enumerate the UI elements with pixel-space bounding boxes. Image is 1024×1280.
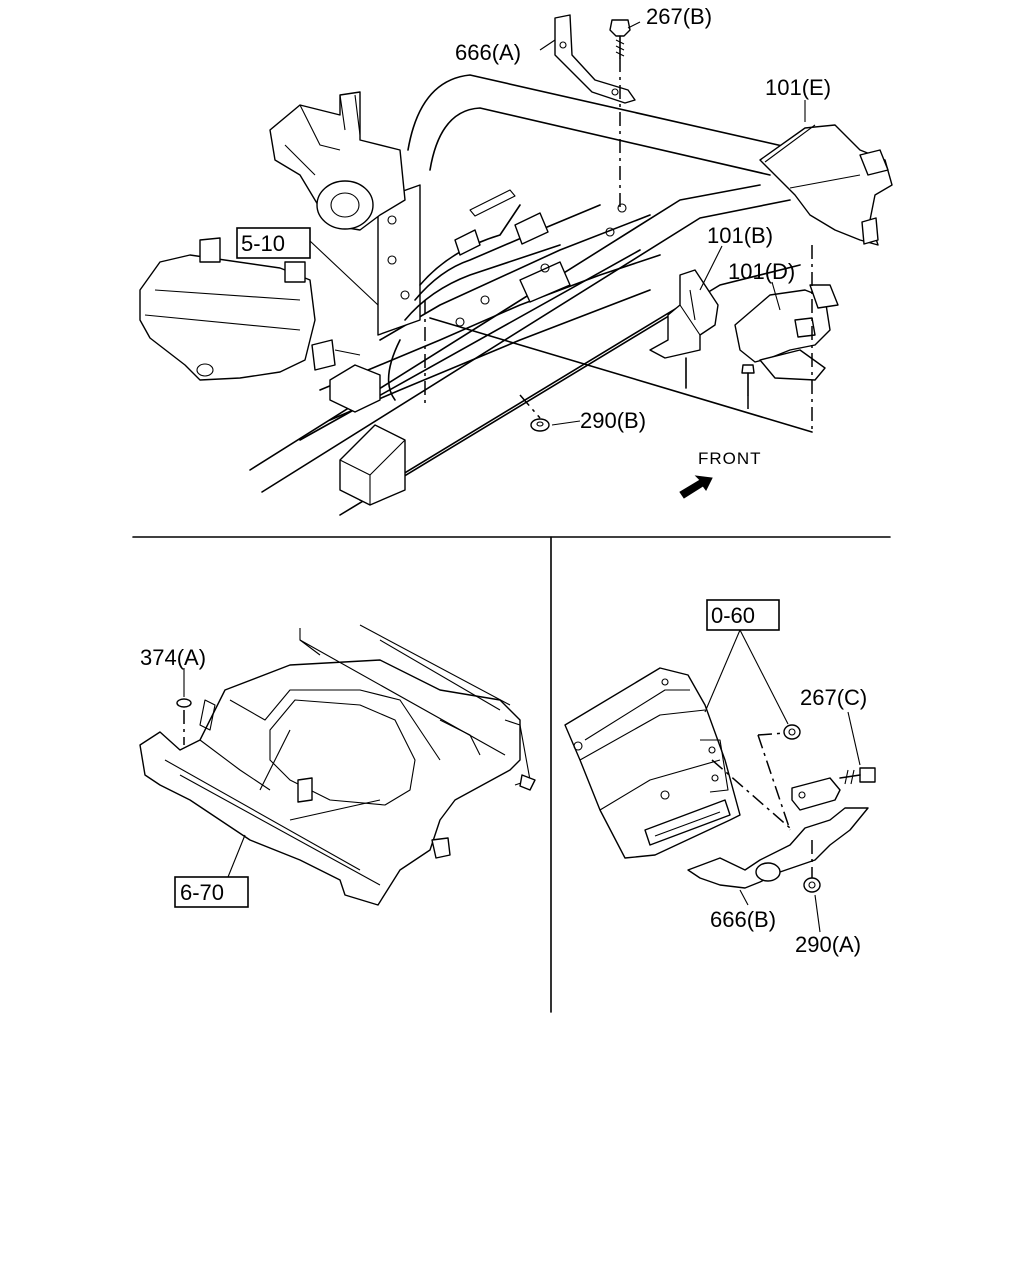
ref-box-5-10 [236,227,311,259]
nut-290a [803,877,821,893]
bolt-267b [609,19,631,59]
callout-0-60: 0-60 [711,603,755,628]
assembly-guides [424,245,813,433]
transmission-case [139,237,361,381]
ecu-guides [711,732,813,878]
front-arrow [679,475,713,499]
callout-101e: 101(E) [765,75,831,100]
nut-290b [530,418,550,432]
panel-dividers [132,536,891,1013]
ref-box-6-70 [174,876,249,908]
under-cover [139,624,536,906]
engine-mount [269,91,406,231]
ref-box-0-60 [706,599,780,631]
bolt-101d [741,364,755,396]
control-unit [564,667,741,859]
callout-666a: 666(A) [455,40,521,65]
nut-0-60 [783,724,801,740]
callout-leaders [183,21,861,933]
callout-374a: 374(A) [140,645,206,670]
frame-assembly [249,74,813,516]
callout-666b: 666(B) [710,907,776,932]
clip-374a [176,698,192,745]
front-label: FRONT [698,449,762,468]
bracket-666a [554,14,636,104]
callout-290a: 290(A) [795,932,861,957]
bracket-101b [649,269,719,359]
protector-101e [759,124,893,246]
bolt-267c [839,767,876,785]
callout-290b: 290(B) [580,408,646,433]
callout-5-10: 5-10 [241,231,285,256]
bracket-101d [734,284,839,381]
callout-101b: 101(B) [707,223,773,248]
bracket-666b [687,777,869,889]
callout-101d: 101(D) [728,259,795,284]
callout-6-70: 6-70 [180,880,224,905]
callout-267c: 267(C) [800,685,867,710]
callout-267b: 267(B) [646,4,712,29]
